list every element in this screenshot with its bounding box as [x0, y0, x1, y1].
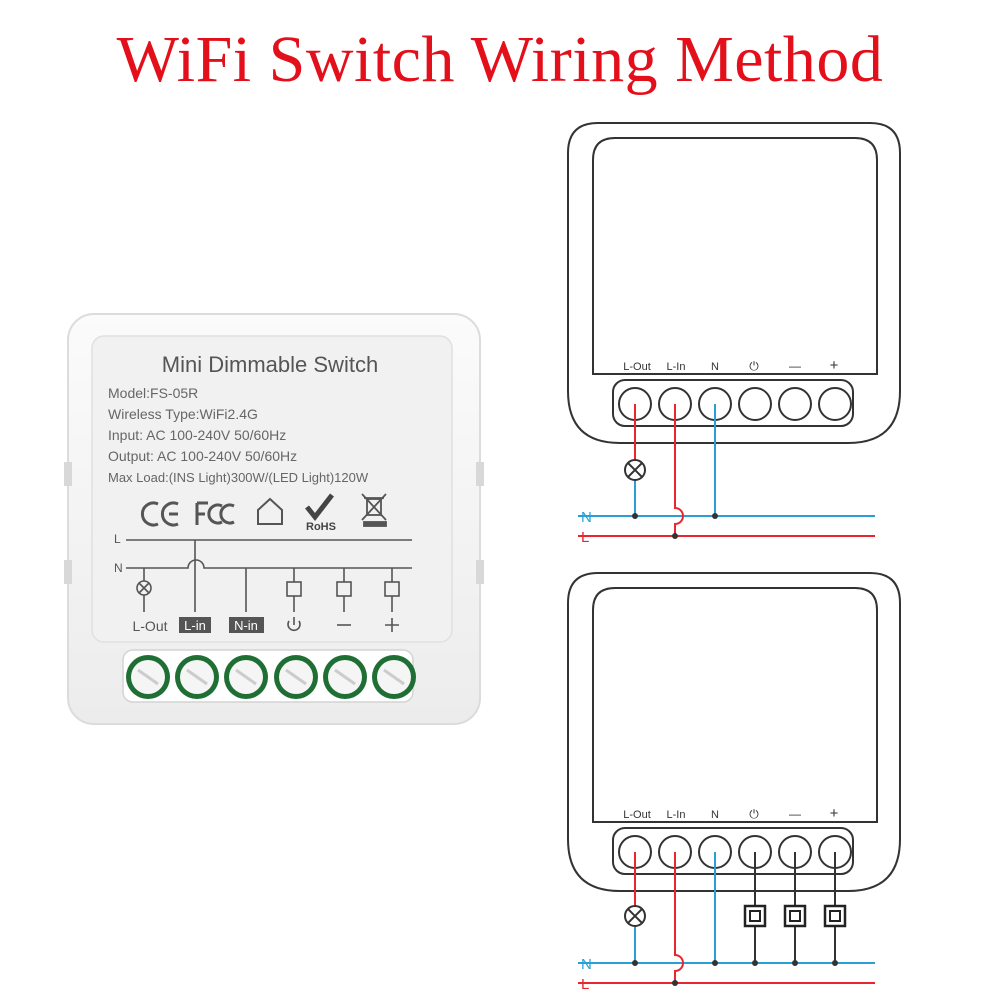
schematic-power-icon: [287, 617, 301, 632]
push-button-icons: [743, 904, 847, 928]
terminal-minus-label: —: [789, 359, 801, 373]
terminal-lin-label: L-In: [667, 361, 686, 373]
schematic-nin-tag: [229, 617, 264, 633]
schematic-plus-icon: [385, 618, 399, 632]
indoor-use-icon: [257, 497, 283, 525]
device-output: Output: AC 100-240V 50/60Hz: [108, 448, 297, 464]
terminal-n-label: N: [711, 809, 719, 821]
schematic-lout-label: L-Out: [132, 618, 167, 634]
terminal-plus-label: +: [830, 357, 839, 374]
terminal-minus-label: —: [789, 807, 801, 821]
lamp-icon: [624, 905, 646, 927]
schematic-lines: [126, 539, 412, 612]
rohs-label: RoHS: [306, 521, 336, 533]
module-outline: [567, 122, 901, 444]
terminal-lin-label: L-In: [667, 809, 686, 821]
neutral-label: N: [581, 509, 592, 526]
wiring-diagram-bottom: L-Out L-In N ⏻ — + N L: [567, 572, 901, 993]
device-photo: Mini Dimmable Switch Model:FS-05R Wirele…: [64, 313, 484, 725]
terminal-plus-label: +: [830, 805, 839, 822]
weee-bin-icon: [361, 493, 387, 527]
lamp-icon: [624, 459, 646, 481]
label-panel: [91, 335, 453, 643]
terminal-lout-label: L-Out: [623, 809, 651, 821]
schematic-lin-tag: [179, 617, 211, 633]
schematic-nin-label: N-in: [234, 618, 258, 633]
side-notch: [476, 462, 484, 486]
side-notch: [64, 560, 72, 584]
module-outline: [567, 572, 901, 892]
page-title: WiFi Switch Wiring Method: [116, 23, 884, 96]
live-label: L: [581, 976, 589, 993]
terminal-screws: [126, 655, 416, 699]
terminal-n-label: N: [711, 361, 719, 373]
side-notch: [64, 462, 72, 486]
device-max-load: Max Load:(INS Light)300W/(LED Light)120W: [108, 470, 369, 485]
ce-mark-icon: [140, 501, 179, 527]
device-name: Mini Dimmable Switch: [162, 352, 378, 377]
wiring-diagram-top: L-Out L-In N ⏻ — + N L: [567, 122, 901, 546]
neutral-label: N: [581, 956, 592, 973]
rohs-check-icon: [305, 493, 334, 522]
terminal-power-label: ⏻: [749, 359, 759, 373]
terminal-power-label: ⏻: [749, 807, 759, 821]
device-model: Model:FS-05R: [108, 385, 198, 401]
module-face: [592, 587, 878, 823]
schematic-n-label: N: [114, 561, 123, 575]
schematic-l-label: L: [114, 532, 121, 546]
terminal-lout-label: L-Out: [623, 361, 651, 373]
device-input: Input: AC 100-240V 50/60Hz: [108, 427, 286, 443]
live-label: L: [581, 529, 589, 546]
fcc-mark-icon: [195, 501, 235, 525]
device-wireless: Wireless Type:WiFi2.4G: [108, 406, 258, 422]
schematic-lin-label: L-in: [184, 618, 206, 633]
side-notch: [476, 560, 484, 584]
module-face: [592, 137, 878, 375]
